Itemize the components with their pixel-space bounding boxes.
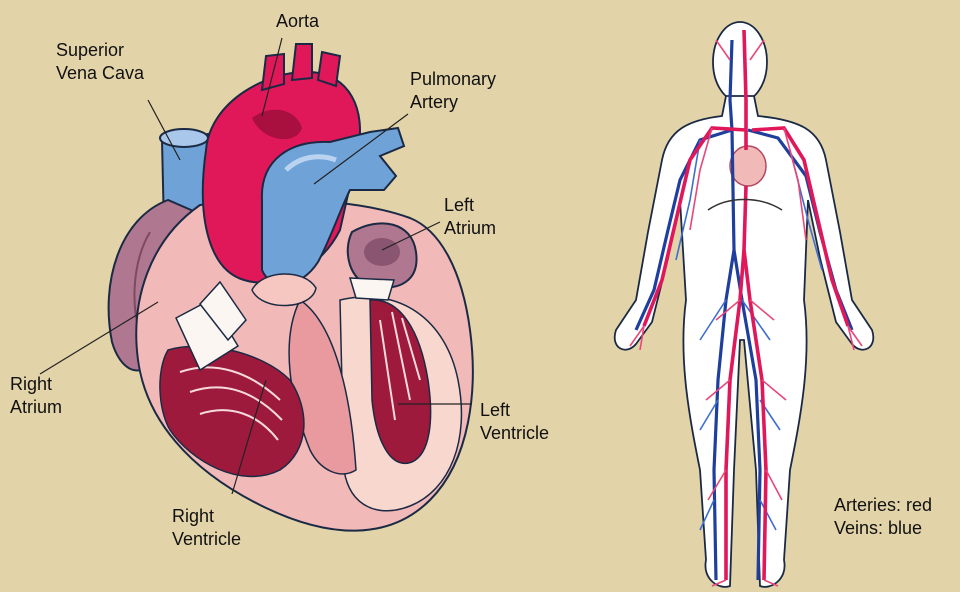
label-right-ventricle-line-1: Right — [172, 505, 241, 528]
label-left-atrium: Left Atrium — [444, 194, 496, 240]
label-superior-vena-cava-line-2: Vena Cava — [56, 62, 144, 85]
label-right-atrium: Right Atrium — [10, 373, 62, 419]
label-right-ventricle: Right Ventricle — [172, 505, 241, 551]
legend-veins: Veins: blue — [834, 517, 932, 540]
body-heart-icon — [730, 146, 766, 186]
color-legend: Arteries: red Veins: blue — [834, 494, 932, 540]
label-superior-vena-cava: Superior Vena Cava — [56, 39, 144, 85]
label-pulmonary-artery-line-1: Pulmonary — [410, 68, 496, 91]
label-pulmonary-artery: Pulmonary Artery — [410, 68, 496, 114]
label-aorta: Aorta — [276, 10, 319, 33]
label-pulmonary-artery-line-2: Artery — [410, 91, 496, 114]
label-left-ventricle: Left Ventricle — [480, 399, 549, 445]
label-left-atrium-line-2: Atrium — [444, 217, 496, 240]
label-left-ventricle-line-1: Left — [480, 399, 549, 422]
label-left-ventricle-line-2: Ventricle — [480, 422, 549, 445]
label-left-atrium-line-1: Left — [444, 194, 496, 217]
label-right-atrium-line-1: Right — [10, 373, 62, 396]
label-right-atrium-line-2: Atrium — [10, 396, 62, 419]
label-superior-vena-cava-line-1: Superior — [56, 39, 144, 62]
label-right-ventricle-line-2: Ventricle — [172, 528, 241, 551]
label-aorta-line-1: Aorta — [276, 10, 319, 33]
legend-arteries: Arteries: red — [834, 494, 932, 517]
